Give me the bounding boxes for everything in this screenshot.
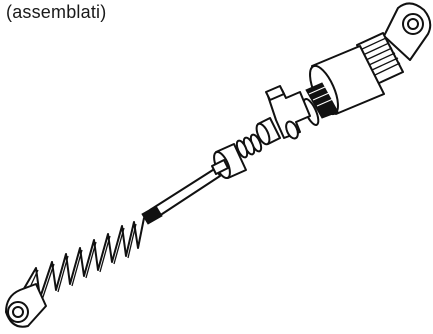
body-thread-ring bbox=[305, 82, 339, 119]
upper-threaded-collar bbox=[356, 32, 404, 85]
diagram-caption: (assemblati) bbox=[6, 2, 107, 22]
piston-rod bbox=[149, 159, 229, 219]
seal-cap bbox=[265, 85, 311, 140]
washer-stack bbox=[235, 133, 263, 159]
bottom-eyelet bbox=[5, 283, 47, 328]
top-eyelet bbox=[383, 2, 432, 61]
coil-spring bbox=[21, 217, 145, 301]
spacer-bushing bbox=[255, 117, 281, 146]
rod-thread bbox=[141, 205, 163, 225]
